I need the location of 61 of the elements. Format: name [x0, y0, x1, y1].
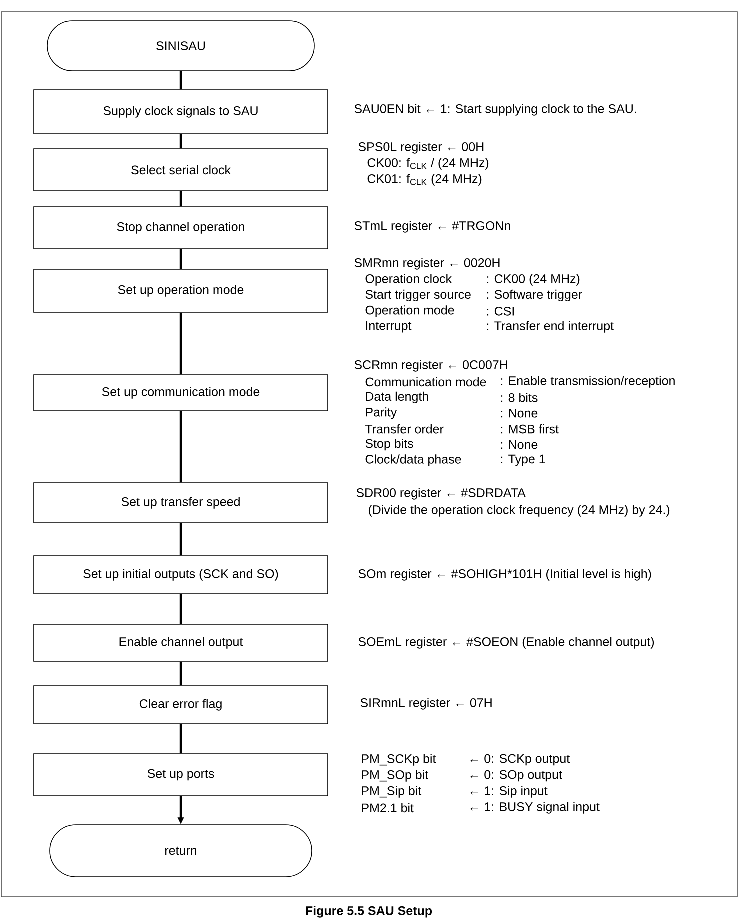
note-text: : Transfer end interrupt	[487, 321, 614, 333]
note-text: : 8 bits	[501, 393, 538, 402]
process-box: Select serial clock	[34, 148, 328, 192]
note-text: CK00: f$_{CLK}$ / (24 MHz)	[368, 158, 489, 170]
process-box: Clear error flag	[34, 686, 328, 724]
note-text: Operation clock	[366, 274, 452, 286]
connector-line	[180, 312, 182, 375]
process-box: Supply clock signals to SAU	[34, 90, 328, 134]
connector-line	[180, 249, 182, 270]
note-text: SOm register ← #SOHIGH*101H (Initial level is high)	[358, 569, 652, 581]
note-text: : Enable transmission/reception	[501, 376, 675, 388]
note-text: SAU0EN bit ← 1: Start supplying clock to the SAU.	[354, 104, 636, 116]
note-text: SCRmn register ← 0C007H	[354, 360, 508, 372]
note-text: : None	[501, 440, 538, 450]
note-text: : MSB first	[501, 424, 559, 434]
note-text: ← 0: SCKp output	[470, 754, 570, 766]
note-text: Operation mode	[366, 306, 454, 318]
connector-line	[180, 71, 182, 90]
process-box: Set up communication mode	[34, 374, 328, 412]
note-text: Clock/data phase	[366, 454, 462, 466]
note-text: (Divide the operation clock frequency (24 MHz) by 24.)	[368, 505, 670, 517]
note-text: Parity	[366, 408, 398, 420]
note-text: Interrupt	[366, 322, 412, 333]
process-box: Stop channel operation	[34, 206, 328, 250]
connector-line	[180, 662, 182, 686]
connector-line	[180, 523, 182, 556]
note-text: ← 1: BUSY signal input	[470, 802, 600, 814]
connector-line	[180, 191, 182, 207]
process-box: Enable channel output	[34, 624, 328, 662]
note-text: Communication mode	[366, 377, 486, 387]
note-text: Data length	[366, 392, 428, 404]
note-text: SMRmn register ← 0020H	[354, 258, 500, 270]
note-text: : CK00 (24 MHz)	[487, 274, 580, 286]
note-text: SPS0L register ← 00H	[358, 142, 484, 154]
note-text: SDR00 register ← #SDRDATA	[356, 488, 526, 500]
note-text: : Software trigger	[487, 290, 582, 302]
note-text: PM_SOp bit	[362, 770, 428, 782]
process-box: Set up ports	[34, 754, 328, 796]
note-text: ← 0: SOp output	[470, 770, 562, 782]
note-text: Stop bits	[366, 438, 414, 451]
note-text: ← 1: Sip input	[470, 786, 548, 798]
note-text: Start trigger source	[366, 290, 471, 302]
note-text: PM_SCKp bit	[362, 754, 436, 766]
figure-caption: Figure 5.5 SAU Setup	[306, 906, 432, 918]
connector-line	[180, 134, 182, 149]
note-text: CK01: f$_{CLK}$ (24 MHz)	[368, 174, 482, 186]
process-box: Set up operation mode	[34, 269, 328, 313]
note-text: : CSI	[487, 307, 514, 316]
note-text: : Type 1	[501, 454, 546, 466]
note-text: Transfer order	[365, 424, 444, 434]
process-box: Set up initial outputs (SCK and SO)	[34, 556, 328, 594]
connector-line	[180, 411, 182, 483]
note-text: SOEmL register ← #SOEON (Enable channel output)	[358, 637, 654, 649]
note-text: STmL register ← #TRGONn	[354, 221, 510, 233]
connector-line	[180, 724, 182, 754]
note-text: PM2.1 bit	[362, 803, 414, 813]
note-text: SIRmnL register ← 07H	[360, 698, 492, 710]
note-text: PM_Sip bit	[362, 786, 422, 798]
note-text: : None	[501, 409, 538, 418]
connector-line	[180, 594, 182, 624]
process-box: Set up transfer speed	[34, 482, 328, 524]
